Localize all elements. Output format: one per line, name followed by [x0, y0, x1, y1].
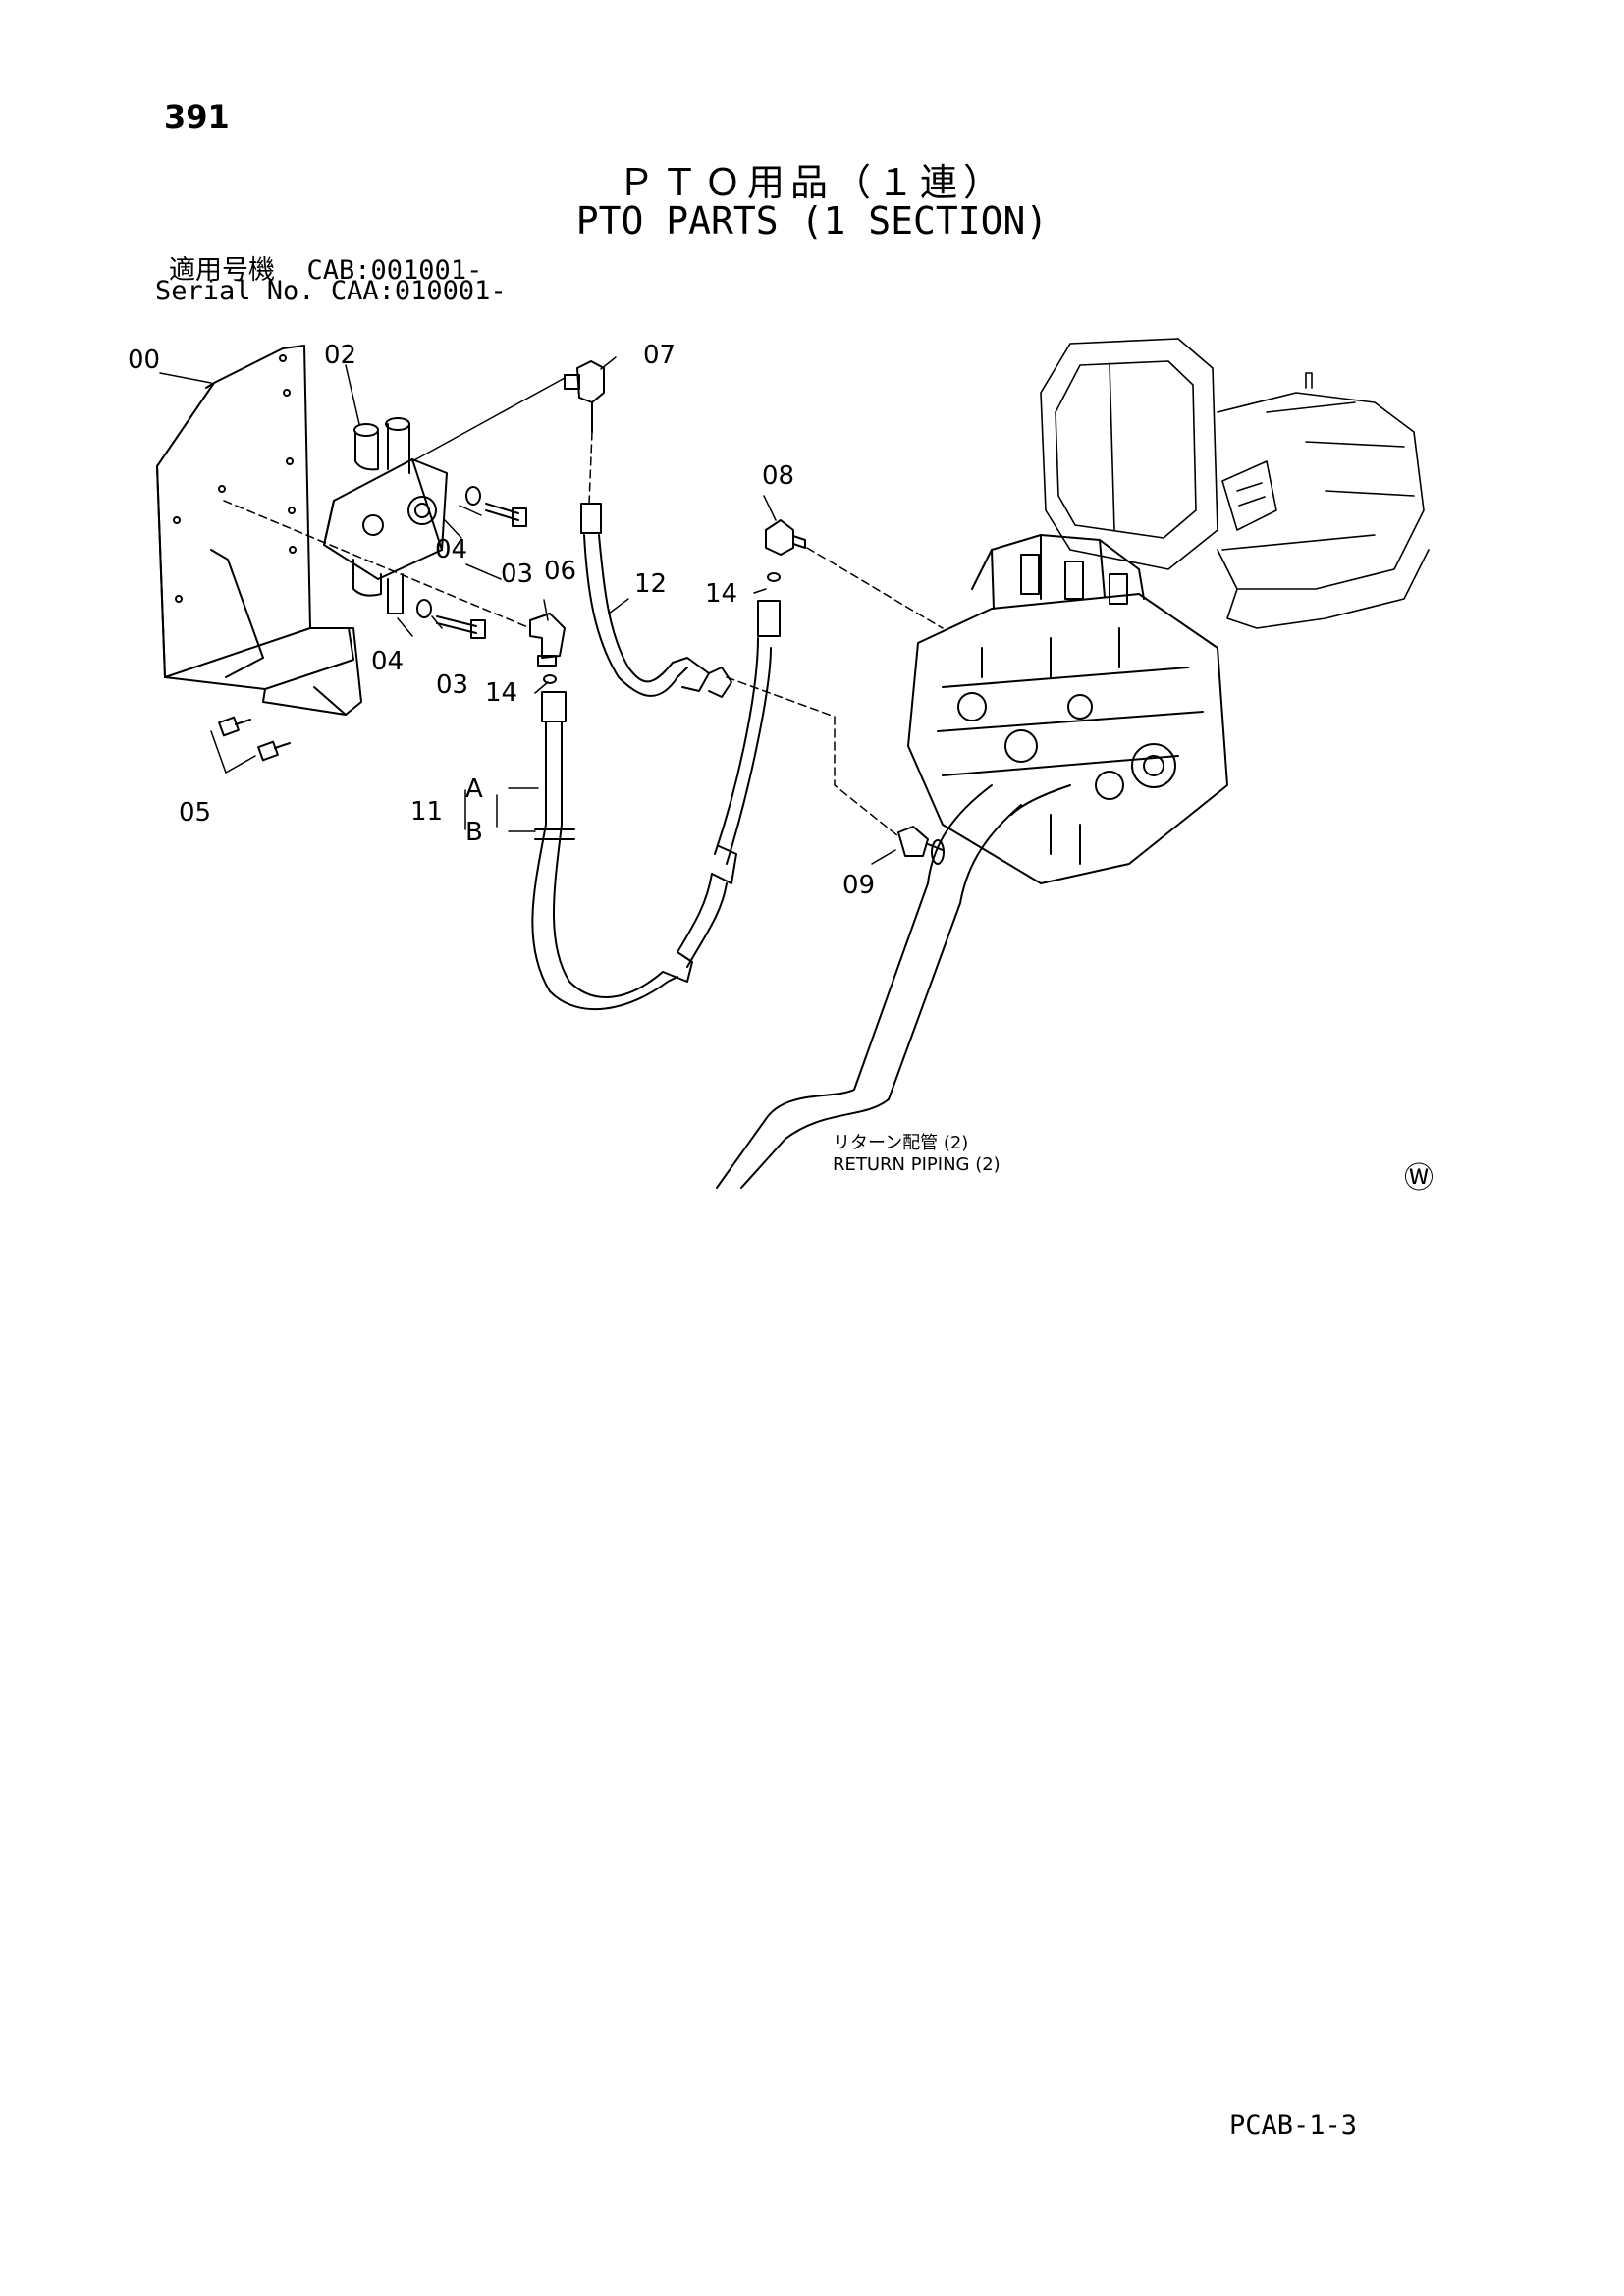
- callout-12: 12: [634, 569, 667, 599]
- serial-row: 適用号機 CAB:001001-: [169, 248, 482, 287]
- callout-04: 04: [371, 647, 404, 676]
- serial-label: Serial No.: [155, 276, 315, 306]
- excavator-silhouette: [1040, 338, 1430, 629]
- serial-row: Serial No. CAA:010001-: [155, 276, 507, 306]
- serial-value: CAB:001001-: [306, 255, 483, 286]
- callout-14: 14: [705, 579, 737, 609]
- callout-11-b: B: [465, 818, 483, 847]
- callout-14: 14: [485, 678, 517, 708]
- callout-11: 11: [410, 797, 443, 827]
- hose-12: [580, 503, 732, 698]
- page-title-en: PTO PARTS (1 SECTION): [575, 199, 1049, 242]
- page-code: PCAB-1-3: [1229, 2110, 1358, 2141]
- bolt-05: [218, 716, 291, 762]
- callout-07: 07: [643, 341, 676, 370]
- callout-11-a: A: [465, 774, 483, 804]
- fitting-08: [765, 519, 806, 556]
- fitting-09: [897, 826, 945, 865]
- callout-08: 08: [762, 461, 794, 491]
- callout-06: 06: [544, 557, 576, 586]
- callout-03: 03: [436, 670, 468, 700]
- o-ring-14: [543, 674, 557, 684]
- washer-04-lower: [416, 599, 432, 618]
- o-ring-14: [767, 572, 781, 582]
- leader-lines: [159, 356, 944, 865]
- elbow-06: [529, 613, 566, 667]
- return-piping-note-jp: リターン配管 (2): [833, 1133, 968, 1153]
- valve-02: [323, 417, 448, 614]
- bolt-03-lower: [436, 615, 486, 639]
- callout-05: 05: [179, 798, 211, 828]
- w-symbol-icon: Ⓦ: [1404, 1161, 1434, 1196]
- return-piping-note-en: RETURN PIPING (2): [833, 1154, 1001, 1175]
- bracket-00: [156, 345, 362, 716]
- washer-04-upper: [465, 486, 481, 506]
- return-piping: [716, 784, 1022, 1189]
- serial-label: 適用号機: [169, 255, 275, 286]
- hose-11: [531, 600, 781, 1011]
- callout-03: 03: [501, 560, 533, 589]
- serial-value: CAA:010001-: [330, 276, 507, 306]
- callout-04: 04: [435, 535, 467, 564]
- callout-02: 02: [324, 341, 356, 370]
- control-valve-assembly: [907, 534, 1228, 884]
- page-number: 391: [164, 98, 230, 135]
- page-title-jp: ＰＴＯ用品（１連）: [617, 161, 1006, 204]
- callout-00: 00: [128, 346, 160, 375]
- elbow-07: [564, 360, 605, 433]
- bolt-03-upper: [485, 503, 527, 527]
- callout-09: 09: [842, 871, 875, 900]
